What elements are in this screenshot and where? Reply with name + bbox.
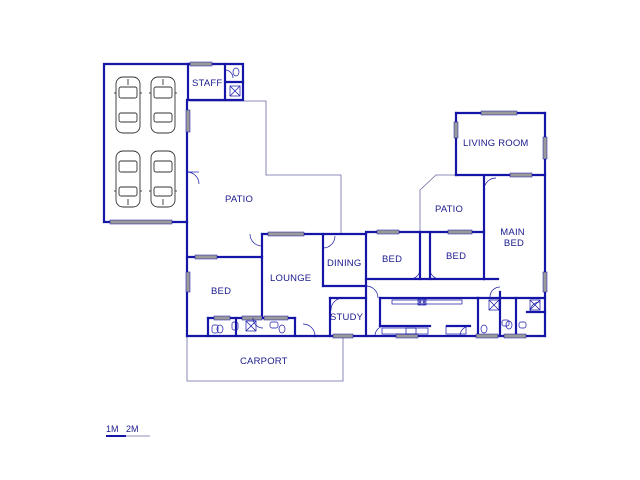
car-icon bbox=[114, 76, 177, 208]
basin-icon bbox=[211, 319, 527, 334]
scale-bar: 1M 2M bbox=[106, 424, 150, 437]
room-label-main-bed-line1: MAIN bbox=[500, 227, 525, 238]
windows bbox=[109, 61, 548, 339]
stove-icon bbox=[417, 298, 427, 306]
room-label-patio-main: PATIO bbox=[225, 194, 253, 205]
room-label-patio-east: PATIO bbox=[435, 204, 463, 215]
room-label-bed-west: BED bbox=[211, 286, 231, 297]
room-label-lounge: LOUNGE bbox=[270, 273, 311, 284]
room-label-study: STUDY bbox=[330, 312, 364, 323]
room-label-bed-1: BED bbox=[382, 254, 402, 265]
door-swing-icon bbox=[186, 69, 541, 337]
room-label-staff: STAFF bbox=[192, 78, 222, 89]
room-label-dining: DINING bbox=[327, 258, 361, 269]
room-label-living-room: LIVING ROOM bbox=[463, 138, 529, 149]
shower-icon bbox=[229, 85, 541, 332]
walls bbox=[102, 62, 547, 338]
toilet-icon bbox=[216, 67, 513, 334]
carport-outline bbox=[186, 337, 344, 382]
scale-label-1m: 1M bbox=[106, 424, 119, 434]
scale-label-2m: 2M bbox=[126, 424, 139, 434]
kitchen-counter bbox=[381, 299, 467, 335]
room-label-carport: CARPORT bbox=[240, 356, 288, 367]
room-label-main-bed: MAIN BED bbox=[500, 227, 527, 249]
room-label-main-bed-line2: BED bbox=[504, 238, 524, 249]
room-label-bed-2: BED bbox=[446, 251, 466, 262]
